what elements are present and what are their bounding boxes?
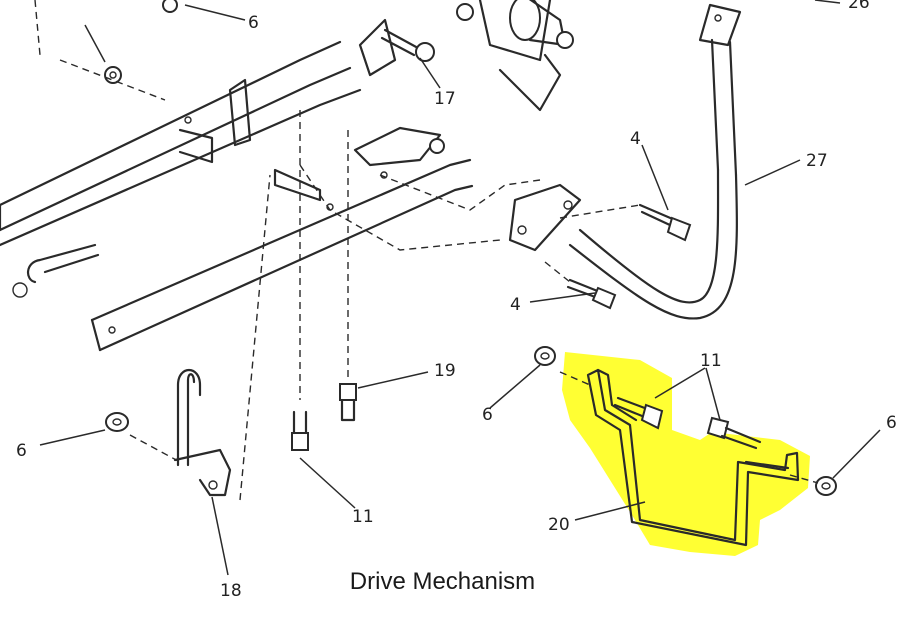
nut-6-right xyxy=(815,476,837,496)
callout-4-lower: 4 xyxy=(510,295,521,315)
callout-6-left: 6 xyxy=(16,441,27,461)
diagram-caption: Drive Mechanism xyxy=(349,568,536,595)
callout-17: 17 xyxy=(434,89,456,109)
nut-6-top xyxy=(104,0,178,84)
callout-20: 20 xyxy=(548,515,570,535)
frame-rail-lower xyxy=(90,158,474,352)
callout-6-right: 6 xyxy=(886,413,897,433)
callout-labels: 6 26 17 4 27 4 19 11 6 6 6 20 11 18 xyxy=(16,0,897,601)
callout-18: 18 xyxy=(220,581,242,601)
axle-hub xyxy=(456,0,574,49)
assembly-dashes xyxy=(34,0,819,484)
bolt-4-upper xyxy=(638,203,692,242)
leader-lines xyxy=(39,0,881,576)
callout-4-upper: 4 xyxy=(630,129,641,149)
vertical-screws xyxy=(291,110,357,451)
frame-rail-upper xyxy=(0,40,362,247)
callout-11-lower: 11 xyxy=(352,507,374,527)
central-bracket xyxy=(178,0,562,202)
bolt-11-pair xyxy=(613,396,762,450)
callout-6-top: 6 xyxy=(248,13,259,33)
part-20-bracket xyxy=(586,368,800,547)
callout-27: 27 xyxy=(806,151,828,171)
callout-6-mid: 6 xyxy=(482,405,493,425)
left-clevis xyxy=(12,243,100,298)
nut-6-mid xyxy=(534,346,556,366)
callout-11-upper: 11 xyxy=(700,351,722,371)
callout-26: 26 xyxy=(848,0,870,13)
callout-19: 19 xyxy=(434,361,456,381)
nut-6-left xyxy=(105,412,129,432)
bolt-17 xyxy=(380,28,435,62)
part-27-bent-rod xyxy=(508,3,742,320)
bolt-4-lower xyxy=(566,278,617,310)
part-18-hook-bracket xyxy=(173,174,271,501)
